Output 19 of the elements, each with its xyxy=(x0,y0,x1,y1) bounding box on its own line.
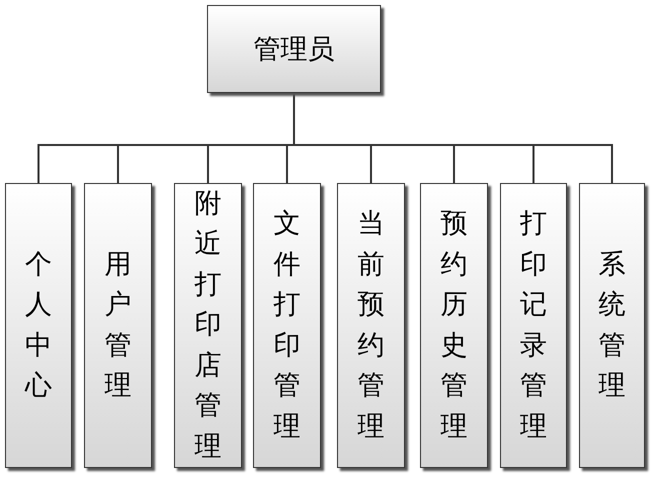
connector-line xyxy=(293,93,613,183)
module-box xyxy=(5,183,72,468)
module-box xyxy=(174,183,242,468)
node-label: 预约历史管理 xyxy=(440,207,468,444)
node-label: 个人中心 xyxy=(25,248,52,403)
node-label: 管理员 xyxy=(254,33,334,67)
module-box xyxy=(500,183,567,468)
root-box xyxy=(207,5,381,93)
node-label: 附近打印店管理 xyxy=(194,186,222,464)
module-box xyxy=(84,183,152,468)
node-label: 系统管理 xyxy=(598,248,626,403)
module-box xyxy=(579,183,645,468)
module-box xyxy=(253,183,321,468)
node-label: 文件打印管理 xyxy=(274,207,300,444)
node-label: 当前预约管理 xyxy=(358,207,384,444)
node-label: 打印记录管理 xyxy=(520,207,547,444)
module-box xyxy=(420,183,488,468)
module-box xyxy=(337,183,405,468)
node-label: 用户管理 xyxy=(104,248,132,403)
